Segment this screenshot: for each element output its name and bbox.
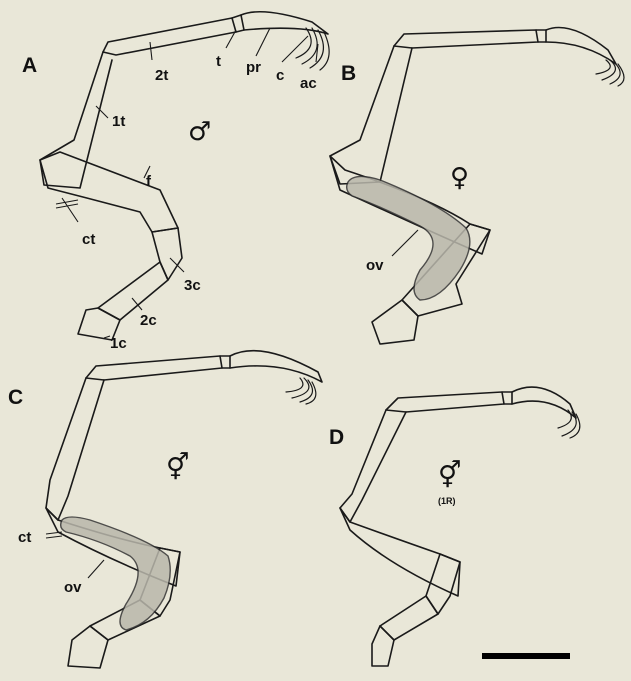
panel-d: D ⚥ (1R) — [329, 387, 580, 666]
panel-c-letter: C — [8, 386, 23, 409]
panel-d-letter: D — [329, 426, 344, 449]
hermaphrodite-symbol-c: ⚥ — [166, 452, 189, 483]
hermaphrodite-symbol-d: ⚥ — [438, 460, 461, 491]
panel-c: C ⚥ ct ov — [8, 351, 322, 668]
label-first-tarsus: 1t — [112, 113, 125, 130]
leg-d-outline — [340, 387, 576, 666]
label-tarsus: t — [216, 53, 221, 70]
label-ct-a: ct — [82, 231, 95, 248]
label-accessory-claw: ac — [300, 75, 317, 92]
claws-b — [596, 60, 624, 86]
label-pretarsus: pr — [246, 59, 261, 76]
claws-c — [286, 378, 316, 404]
label-third-coxa: 3c — [184, 277, 201, 294]
panel-b-letter: B — [341, 62, 356, 85]
male-symbol: ♂ — [188, 117, 211, 147]
label-ovary-c: ov — [64, 579, 82, 596]
claws-a — [296, 28, 329, 70]
label-claw: c — [276, 67, 284, 84]
label-first-coxa: 1c — [110, 335, 127, 352]
label-second-tarsus: 2t — [155, 67, 168, 84]
leg-c-outline — [46, 351, 322, 668]
panel-a: A ♂ t pr c ac 2t 1t f ct 3c 2c 1c — [22, 12, 329, 352]
label-ct-c: ct — [18, 529, 31, 546]
panel-a-letter: A — [22, 54, 37, 77]
claws-d — [558, 410, 580, 438]
panel-d-note: (1R) — [438, 496, 456, 506]
ovary-b — [347, 176, 470, 300]
label-second-coxa: 2c — [140, 312, 157, 329]
panel-b: B ♀ ov — [330, 28, 624, 345]
label-ovary-b: ov — [366, 257, 384, 274]
female-symbol: ♀ — [450, 163, 469, 193]
